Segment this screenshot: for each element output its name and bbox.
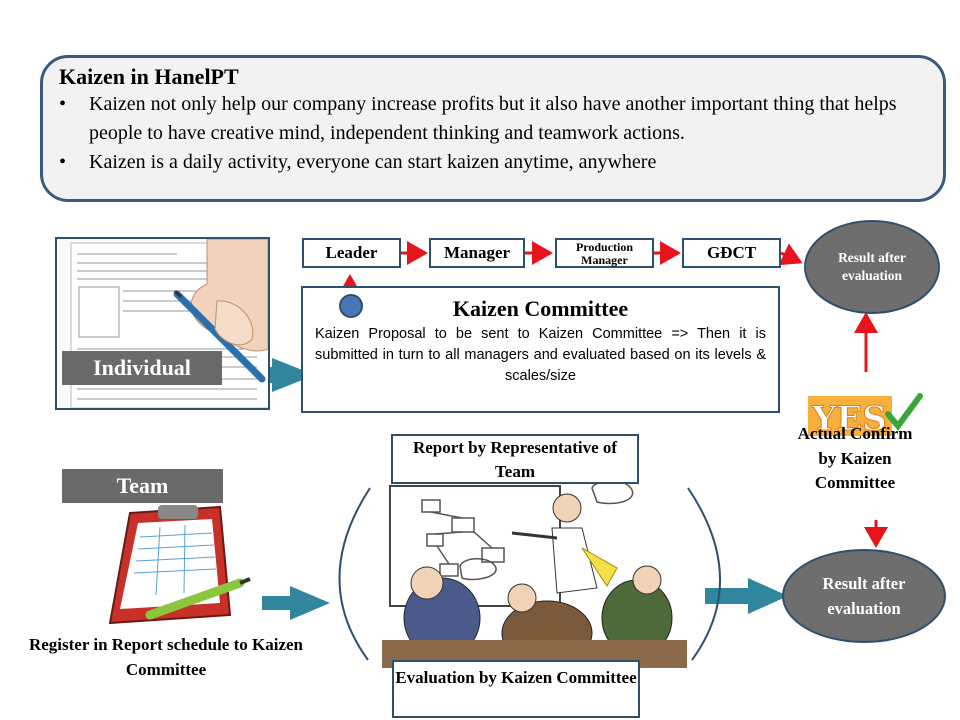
yes-stamp-text: YES — [811, 399, 887, 439]
clipboard-icon — [90, 505, 260, 630]
arrow-meeting-result — [705, 578, 788, 614]
intro-box: Kaizen in HanelPT Kaizen not only help o… — [40, 55, 946, 202]
team-label: Team — [62, 469, 223, 503]
step-manager: Manager — [429, 238, 525, 268]
intro-bullet-2: Kaizen is a daily activity, everyone can… — [59, 148, 925, 177]
committee-dot — [339, 294, 363, 318]
result-bottom-label: Result after evaluation — [822, 574, 906, 618]
step-production-manager: Production Manager — [555, 238, 654, 268]
intro-bullets: Kaizen not only help our company increas… — [59, 90, 925, 177]
yes-stamp-icon: YES — [808, 390, 923, 440]
meeting-illustration — [382, 468, 687, 668]
actual-confirm-text: Actual Confirm by Kaizen Committee — [797, 424, 913, 492]
arrow-individual-committee — [237, 358, 315, 392]
intro-bullet-1: Kaizen not only help our company increas… — [59, 90, 925, 148]
result-oval-top: Result after evaluation — [804, 220, 940, 314]
report-by-box: Report by Representative of Team — [391, 434, 639, 484]
arrow-gdct-result — [778, 243, 803, 266]
result-top-label: Result after evaluation — [838, 250, 906, 283]
register-text: Register in Report schedule to Kaizen Co… — [28, 635, 303, 679]
step-gdct: GĐCT — [682, 238, 781, 268]
committee-title: Kaizen Committee — [452, 296, 629, 321]
committee-description: Kaizen Proposal to be sent to Kaizen Com… — [315, 326, 766, 384]
kaizen-committee-box: Kaizen Committee Kaizen Proposal to be s… — [301, 286, 780, 413]
step-leader: Leader — [302, 238, 401, 268]
individual-label: Individual — [62, 351, 222, 385]
intro-title: Kaizen in HanelPT — [59, 64, 239, 89]
result-oval-bottom: Result after evaluation — [782, 549, 946, 643]
arrow-team-meeting — [262, 586, 330, 620]
evaluation-by-box: Evaluation by Kaizen Committee — [392, 660, 640, 718]
meeting-bracket-left — [338, 487, 371, 661]
meeting-bracket-right — [687, 487, 721, 661]
